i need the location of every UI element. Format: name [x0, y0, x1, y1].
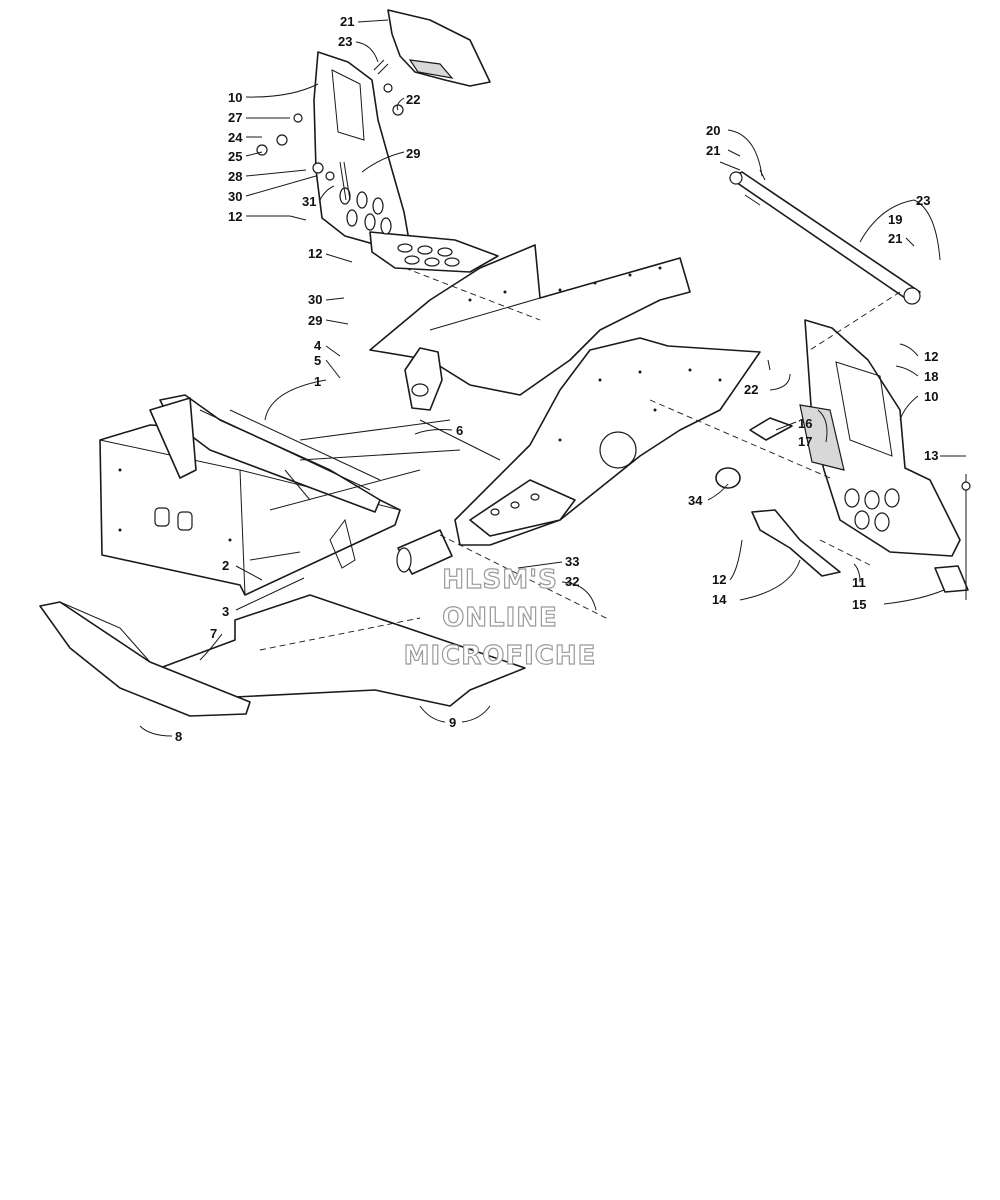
callout-4: 4: [314, 338, 322, 353]
callout-17: 17: [798, 434, 812, 449]
callout-31: 31: [302, 194, 316, 209]
callout-12: 12: [924, 349, 938, 364]
main-chassis: [99, 244, 761, 596]
callout-34: 34: [688, 493, 703, 508]
callout-29: 29: [308, 313, 322, 328]
callout-12: 12: [712, 572, 726, 587]
callout-15: 15: [852, 597, 866, 612]
steering-support-left: [256, 9, 499, 273]
callout-18: 18: [924, 369, 938, 384]
callout-19: 19: [888, 212, 902, 227]
watermark-line-1: HLSM'S: [442, 565, 558, 595]
callout-32: 32: [565, 574, 579, 589]
callout-13: 13: [924, 448, 938, 463]
callout-6: 6: [456, 423, 463, 438]
callout-21: 21: [888, 231, 902, 246]
callout-7: 7: [210, 626, 217, 641]
callout-28: 28: [228, 169, 242, 184]
callout-labels: 21 23 10 22 27 24 25 29 28 30 31 12 12 3…: [175, 14, 938, 744]
callout-12: 12: [228, 209, 242, 224]
callout-5: 5: [314, 353, 321, 368]
callout-30: 30: [228, 189, 242, 204]
watermark-line-3: MICROFICHE: [404, 641, 597, 671]
callout-9: 9: [449, 715, 456, 730]
callout-1: 1: [314, 374, 321, 389]
callout-24: 24: [228, 130, 243, 145]
callout-23: 23: [338, 34, 352, 49]
callout-25: 25: [228, 149, 242, 164]
watermark-line-2: ONLINE: [442, 603, 558, 633]
callout-2: 2: [222, 558, 229, 573]
callout-14: 14: [712, 592, 727, 607]
callout-21: 21: [706, 143, 720, 158]
steering-post: [719, 161, 921, 305]
callout-22: 22: [406, 92, 420, 107]
callout-11: 11: [852, 575, 866, 590]
assembly-lines: [404, 267, 901, 621]
rivet-pattern: [118, 266, 722, 542]
callout-30: 30: [308, 292, 322, 307]
callout-12: 12: [308, 246, 322, 261]
callout-20: 20: [706, 123, 720, 138]
leader-lines: [139, 19, 966, 737]
watermark: HLSM'S ONLINE MICROFICHE: [403, 564, 597, 671]
callout-33: 33: [565, 554, 579, 569]
callout-29: 29: [406, 146, 420, 161]
callout-27: 27: [228, 110, 242, 125]
callout-10: 10: [924, 389, 938, 404]
callout-23: 23: [916, 193, 930, 208]
callout-3: 3: [222, 604, 229, 619]
callout-10: 10: [228, 90, 242, 105]
callout-26: 21: [340, 14, 354, 29]
steering-support-right: [715, 319, 971, 600]
front-skid-plate: [39, 601, 251, 717]
callout-16: 16: [798, 416, 812, 431]
callout-8: 8: [175, 729, 182, 744]
callout-22: 22: [744, 382, 758, 397]
